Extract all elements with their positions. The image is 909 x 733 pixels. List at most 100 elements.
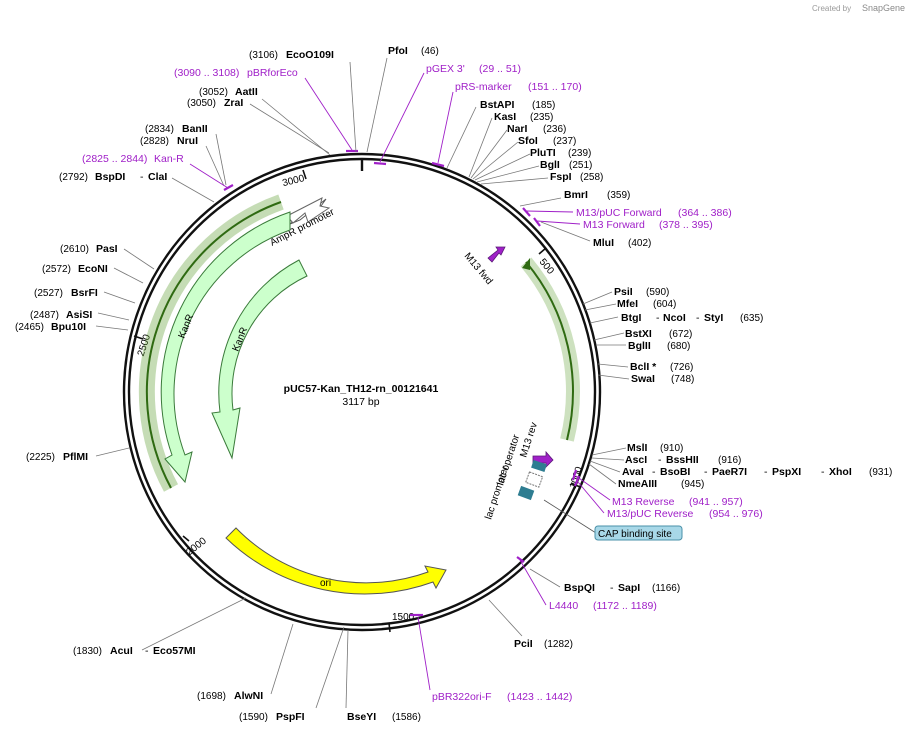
site-mfei-name: MfeI [617, 298, 638, 310]
watermark-prefix: Created by [812, 4, 851, 13]
site-sfoi-pos: (237) [553, 136, 576, 147]
site-paer7i-name: PaeR7I [712, 466, 747, 478]
site-avai-name: AvaI [622, 466, 644, 478]
lac-operator-box [531, 460, 547, 472]
site-nari-name: NarI [507, 123, 528, 135]
site-bglii-pos: (680) [667, 341, 690, 352]
ori-feature [225, 527, 447, 595]
site-bpu10i-pos: (2465) [15, 322, 44, 333]
kanr-inner-feature [211, 259, 308, 460]
site-alwni-name: AlwNI [234, 690, 263, 702]
site-bstapi-pos: (185) [532, 100, 555, 111]
m13-fwd-label: M13 fwd [462, 251, 495, 287]
site-eco57mi-sep: - [145, 645, 149, 657]
site-eco57mi-name: Eco57MI [153, 645, 196, 657]
backbone-outer-strand [122, 152, 602, 632]
site-bspdi-pos: (2792) [59, 172, 88, 183]
primer-prsmarker-name: pRS-marker [455, 81, 512, 93]
site-bsshii-name: BssHII [666, 454, 699, 466]
site-bgli-name: BglI [540, 159, 560, 171]
site-mlui-name: MluI [593, 237, 614, 249]
site-nari-pos: (236) [543, 124, 566, 135]
site-bstxi-pos: (672) [669, 329, 692, 340]
site-ecoo109i-pos: (3106) [249, 50, 278, 61]
site-pspxi-sep: - [764, 466, 768, 478]
site-bseyi-pos: (1586) [392, 712, 421, 723]
site-pfoi-pos: (46) [421, 46, 439, 57]
ampr-promoter-arrowhead [286, 197, 331, 224]
site-acui-name: AcuI [110, 645, 133, 657]
primer-kanr-name: Kan-R [154, 153, 184, 165]
m13-fwd-arrow [487, 246, 506, 263]
lacz-orf-line [525, 261, 574, 441]
site-bsshii-sep: - [658, 454, 662, 466]
cap-site-box [594, 525, 683, 541]
site-xhoi-name: XhoI [829, 466, 852, 478]
site-fspi-pos: (258) [580, 172, 603, 183]
site-aatii-name: AatII [235, 86, 258, 98]
site-alwni-pos: (1698) [197, 691, 226, 702]
site-banii-pos: (2834) [145, 124, 174, 135]
primer-kanr-range: (2825 .. 2844) [82, 153, 147, 165]
plasmid-name: pUC57-Kan_TH12-rn_00121641 [284, 383, 439, 395]
primer-m13-forward-range: (378 .. 395) [659, 219, 713, 231]
primer-prsmarker-range: (151 .. 170) [528, 81, 582, 93]
primer-pbr322ori-range: (1423 .. 1442) [507, 691, 572, 703]
site-banii-name: BanII [182, 123, 208, 135]
site-psii-pos: (590) [646, 287, 669, 298]
site-pasi-name: PasI [96, 243, 118, 255]
site-zrai-pos: (3050) [187, 98, 216, 109]
site-econi-name: EcoNI [78, 263, 108, 275]
site-bcli-name: BclI * [630, 361, 657, 373]
site-bcli-pos: (726) [670, 362, 693, 373]
site-ecoo109i-name: EcoO109I [286, 49, 334, 61]
site-styi-sep: - [696, 312, 700, 324]
primer-pbrforeco-name: pBRforEco [247, 67, 298, 79]
lac-promoter-box [517, 485, 535, 501]
site-pflmi-pos: (2225) [26, 452, 55, 463]
site-bsrfi-name: BsrFI [71, 287, 98, 299]
site-sapi-sep: - [610, 582, 614, 594]
site-nmeaiii-name: NmeAIII [618, 478, 657, 490]
plasmid-length: 3117 bp [342, 396, 379, 408]
site-sapi-pos: (1166) [652, 583, 680, 594]
kanr-orf-line [145, 201, 282, 489]
site-bgli-pos: (251) [569, 160, 592, 171]
site-pasi-pos: (2610) [60, 244, 89, 255]
primer-l4440-range: (1172 .. 1189) [593, 600, 657, 612]
site-fspi-name: FspI [550, 171, 572, 183]
primer-m13puc-fwd-range: (364 .. 386) [678, 207, 732, 219]
primer-m13-reverse-range: (941 .. 957) [689, 496, 743, 508]
site-pluti-name: PluTI [530, 147, 556, 159]
site-pcii-pos: (1282) [544, 639, 573, 650]
site-msli-name: MslI [627, 442, 648, 454]
site-swai-name: SwaI [631, 373, 655, 385]
primer-m13puc-rev-range: (954 .. 976) [709, 508, 763, 520]
cap-leader [543, 499, 597, 534]
site-kasi-pos: (235) [530, 112, 553, 123]
site-bsshii-pos: (916) [718, 455, 741, 466]
site-bseyi-name: BseYI [347, 711, 376, 723]
site-xhoi-pos: (931) [869, 467, 892, 478]
site-mfei-pos: (604) [653, 299, 676, 310]
site-bsrfi-pos: (2527) [34, 288, 63, 299]
site-pspxi-name: PspXI [772, 466, 801, 478]
site-mlui-pos: (402) [628, 238, 651, 249]
primer-m13puc-rev-name: M13/pUC Reverse [607, 508, 694, 520]
primer-pbrforeco-range: (3090 .. 3108) [174, 67, 239, 79]
site-asisi-name: AsiSI [66, 309, 92, 321]
site-pflmi-name: PflMI [63, 451, 88, 463]
lac-promoter-label: lac promoter [483, 464, 511, 521]
site-ncoi-name: NcoI [663, 312, 686, 324]
primer-leaders [189, 72, 611, 691]
site-sfoi-name: SfoI [518, 135, 538, 147]
site-pluti-pos: (239) [568, 148, 591, 159]
primer-pbr322ori-name: pBR322ori-F [432, 691, 492, 703]
site-asisi-pos: (2487) [30, 310, 59, 321]
primer-m13-reverse-name: M13 Reverse [612, 496, 675, 508]
site-psii-name: PsiI [614, 286, 633, 298]
primer-labels: (3090 .. 3108) pBRforEco pGEX 3' (29 .. … [82, 63, 763, 703]
site-pfoi-name: PfoI [388, 45, 408, 57]
tick-1000: 1000 [568, 465, 585, 490]
lac-region-hatch [525, 471, 544, 488]
